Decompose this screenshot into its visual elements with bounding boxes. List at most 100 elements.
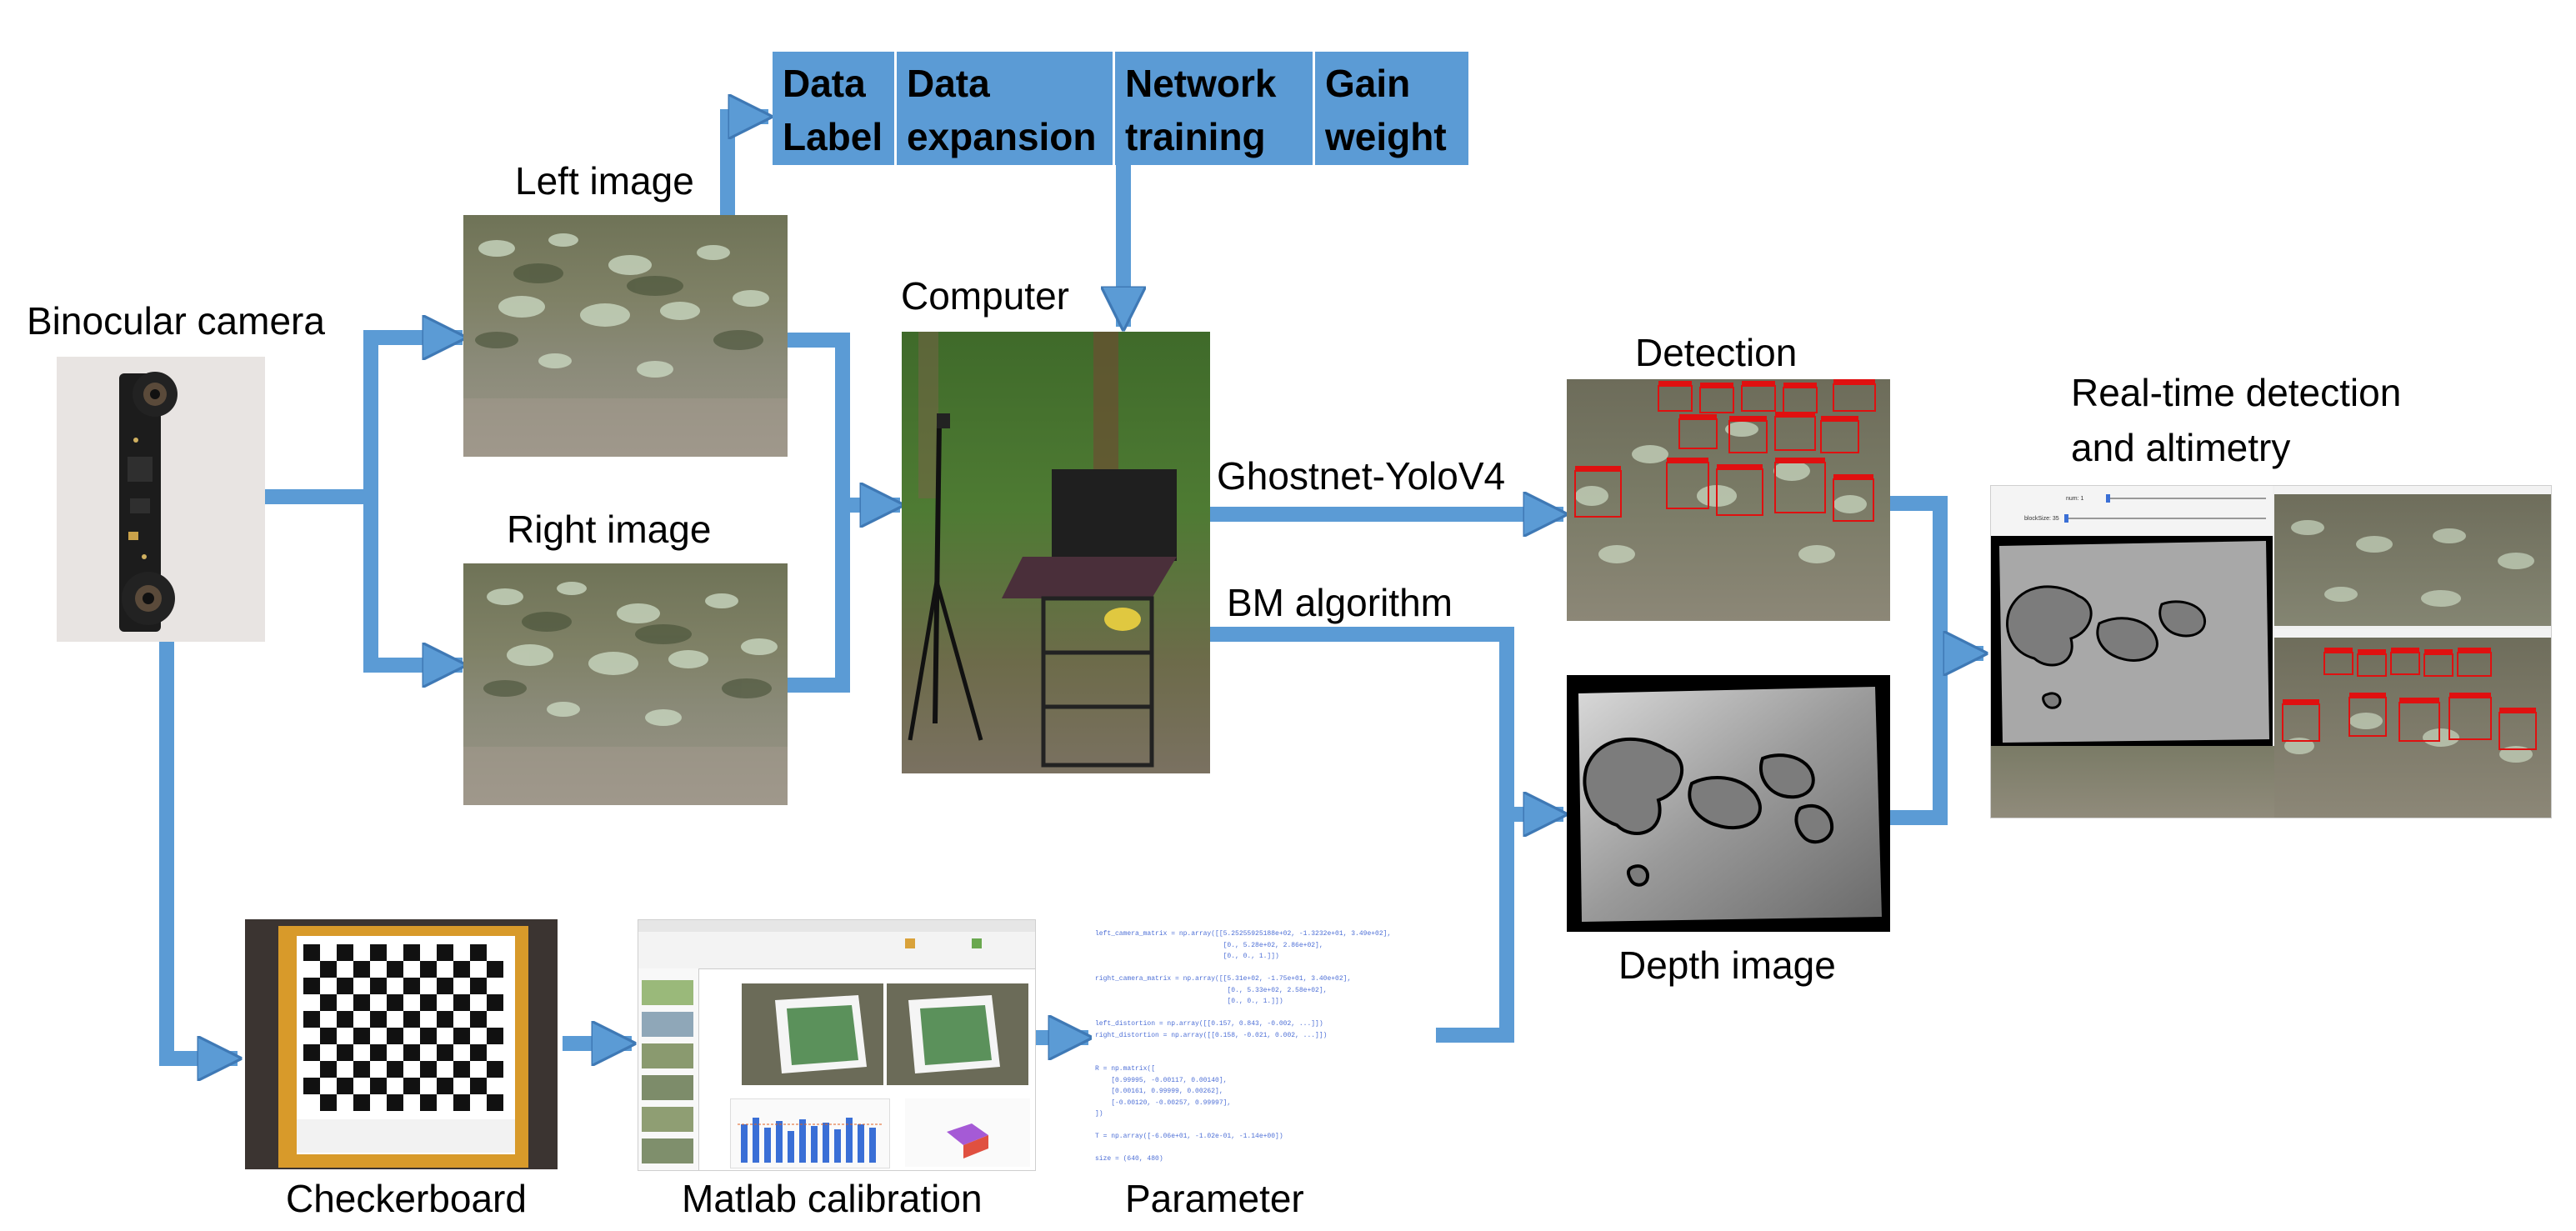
label-left-image: Left image: [515, 159, 694, 203]
calib-view-left: [742, 983, 883, 1085]
thumb[interactable]: [642, 1012, 693, 1037]
calib-view-right: [887, 983, 1028, 1085]
calib-board-left: [775, 995, 867, 1073]
slider-num-track[interactable]: [2108, 498, 2266, 499]
arrow-to-left-image: [363, 338, 463, 497]
slider-blocksize-thumb[interactable]: [2064, 514, 2068, 523]
code-line: [0., 0., 1.]]): [1095, 953, 1279, 960]
slider-blocksize-track[interactable]: [2066, 518, 2266, 519]
arrow-left-image-merge: [788, 333, 850, 693]
label-depth-image: Depth image: [1618, 943, 1836, 987]
depth-image: [1567, 675, 1890, 932]
parameter-code-block: left_camera_matrix = np.array([[5.252559…: [1092, 919, 1435, 1169]
detection-image: [1567, 379, 1890, 621]
code-line: left_camera_matrix = np.array([[5.252559…: [1095, 930, 1392, 938]
step-line: expansion: [907, 115, 1097, 158]
arrow-camera-to-checkerboard: [159, 642, 238, 1058]
label-realtime-line1: Real-time detection: [2071, 371, 2402, 414]
slider-num-thumb[interactable]: [2106, 494, 2110, 503]
code-line: [0., 0., 1.]]): [1095, 998, 1283, 1005]
label-detection: Detection: [1635, 331, 1798, 374]
code-line: [0., 5.28e+02, 2.86e+02],: [1095, 941, 1323, 949]
plants-texture: [463, 233, 788, 457]
checkerboard-photo: [245, 919, 558, 1169]
code-line: left_distortion = np.array([[0.157, 0.84…: [1095, 1020, 1323, 1028]
detection-boxes: [1574, 379, 1876, 563]
error-bars: [738, 1118, 883, 1163]
label-bm-algorithm: BM algorithm: [1227, 581, 1453, 624]
code-line: right_camera_matrix = np.array([[5.31e+0…: [1095, 975, 1352, 983]
thumb[interactable]: [642, 1138, 693, 1163]
checkerboard-pattern: [278, 926, 528, 1168]
depth-preview-map: [1999, 541, 2269, 743]
arrow-parameter-to-bm: [1436, 658, 1514, 1043]
step-network-training: Network training: [1115, 52, 1315, 165]
step-line: Gain: [1325, 62, 1411, 105]
slider-blocksize-label: blockSize: 35: [2024, 516, 2059, 522]
arrow-detection-merge: [1890, 496, 1948, 825]
label-computer: Computer: [901, 274, 1069, 318]
step-line: Label: [783, 115, 883, 158]
arrow-to-right-image: [363, 497, 463, 665]
code-line: R = np.matrix([: [1095, 1065, 1156, 1073]
extrinsics-cube: [947, 1123, 988, 1158]
plants-texture: [463, 582, 788, 805]
camera-board-icon: [119, 372, 178, 632]
code-line: ]): [1095, 1110, 1103, 1118]
step-line: training: [1125, 115, 1266, 158]
left-field-image: [463, 215, 788, 457]
realtime-detection-window: num: 1 blockSize: 35: [1990, 485, 2552, 818]
step-line: weight: [1325, 115, 1447, 158]
code-line: right_distortion = np.array([[0.158, -0.…: [1095, 1031, 1328, 1039]
thumb[interactable]: [642, 1075, 693, 1100]
matlab-titlebar: [638, 920, 1035, 932]
label-realtime-line2: and altimetry: [2071, 426, 2291, 469]
code-line: [-0.00120, -0.00257, 0.99997],: [1095, 1098, 1232, 1107]
label-checkerboard: Checkerboard: [286, 1177, 527, 1220]
step-line: Data: [907, 62, 990, 105]
window-titlebar: [2274, 486, 2551, 494]
depth-window: num: 1 blockSize: 35: [1991, 486, 2273, 746]
code-line: size = (640, 480): [1095, 1155, 1163, 1163]
matlab-toolbar: [638, 932, 1035, 969]
toolbar-icon: [972, 938, 982, 948]
video-detection-preview: [2282, 648, 2537, 763]
code-line: [0.99995, -0.00117, 0.00140],: [1095, 1076, 1228, 1084]
code-line: [0.00161, 0.99999, 0.00262],: [1095, 1088, 1223, 1095]
arrow-left-image-to-labels: [720, 117, 768, 215]
left-camera-window: [2274, 486, 2551, 626]
label-binocular-camera: Binocular camera: [27, 299, 325, 343]
step-gain-weight: Gain weight: [1315, 52, 1468, 165]
right-field-image: [463, 563, 788, 805]
depth-map: [1578, 687, 1882, 922]
calib-board-right: [908, 995, 1000, 1073]
slider-num-label: num: 1: [2066, 496, 2084, 502]
step-line: Data: [783, 62, 866, 105]
video-window: [2274, 629, 2551, 818]
field-preview: [2291, 520, 2534, 607]
thumb[interactable]: [642, 980, 693, 1005]
tripod-laptop-icon: [908, 332, 1177, 768]
reprojection-error-chart: [730, 1098, 890, 1168]
step-data-label: Data Label: [773, 52, 897, 165]
code-line: T = np.array([-6.06e+01, -1.02e-01, -1.1…: [1095, 1133, 1283, 1140]
label-ghostnet-yolov4: Ghostnet-YoloV4: [1217, 454, 1506, 498]
window-titlebar: [2274, 629, 2551, 638]
label-parameter: Parameter: [1125, 1177, 1304, 1220]
code-line: [0., 5.33e+02, 2.58e+02],: [1095, 986, 1328, 994]
thumb[interactable]: [642, 1043, 693, 1068]
toolbar-icon: [905, 938, 915, 948]
thumb[interactable]: [642, 1107, 693, 1132]
step-data-expansion: Data expansion: [897, 52, 1115, 165]
matlab-calibration-screenshot: [638, 919, 1036, 1171]
image-list-panel: [638, 968, 699, 1170]
binocular-camera-photo: [57, 357, 265, 642]
step-line: Network: [1125, 62, 1277, 105]
label-matlab-calibration: Matlab calibration: [682, 1177, 983, 1220]
depth-preview: [1991, 536, 2273, 746]
computer-setup-photo: [902, 332, 1210, 773]
extrinsics-plot: [905, 1098, 1030, 1167]
label-right-image: Right image: [507, 508, 712, 551]
bottom-field-strip: [1991, 746, 2274, 818]
